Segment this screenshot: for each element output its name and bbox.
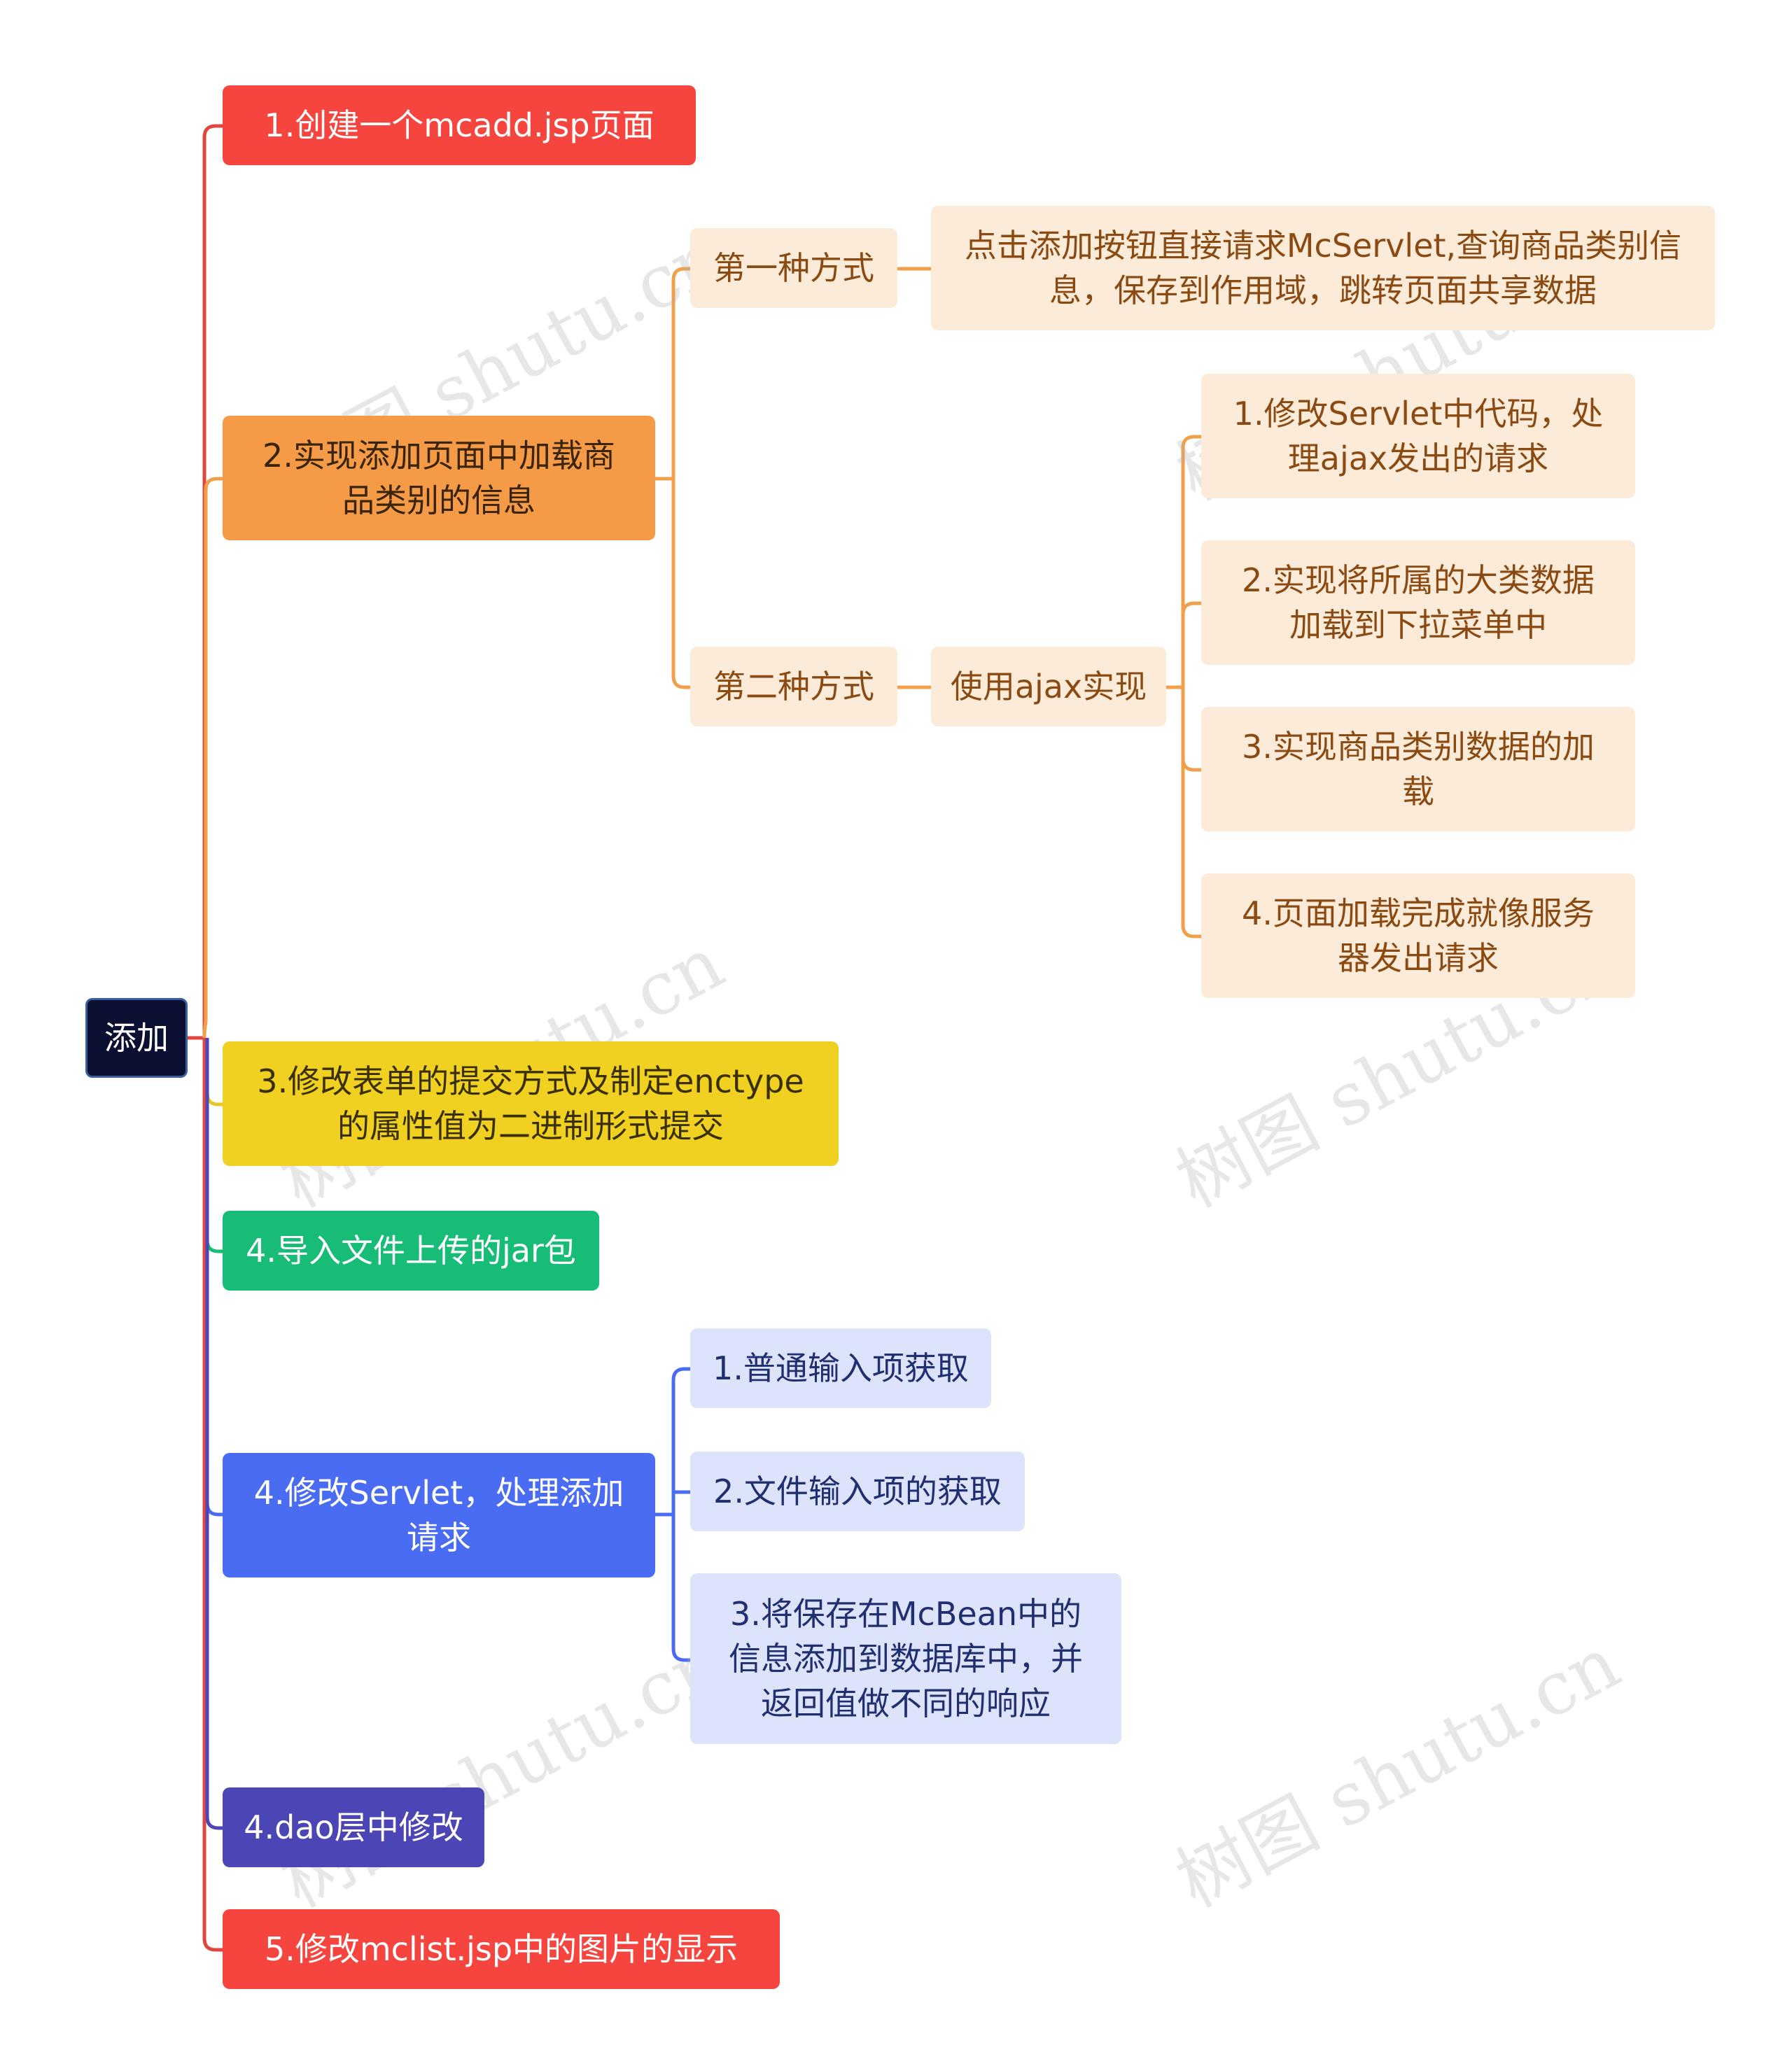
node-label: 息，保存到作用域，跳转页面共享数据	[1049, 272, 1597, 309]
branch-label: 1.创建一个mcadd.jsp页面	[264, 106, 654, 144]
branch-label: 3.修改表单的提交方式及制定enctype	[257, 1062, 804, 1100]
node-label: 4.页面加载完成就像服务	[1242, 894, 1595, 932]
way-two[interactable]: 第二种方式	[690, 647, 897, 726]
branch-load-category[interactable]: 2.实现添加页面中加载商 品类别的信息	[223, 416, 655, 540]
node-label: 3.将保存在McBean中的	[729, 1595, 1082, 1633]
ajax-step-3[interactable]: 3.实现商品类别数据的加 载	[1201, 707, 1635, 831]
node-label: 第一种方式	[713, 249, 874, 287]
branch-label: 请求	[407, 1519, 471, 1556]
branch-label: 品类别的信息	[342, 482, 536, 519]
node-label: 2.实现将所属的大类数据	[1242, 561, 1595, 599]
node-label: 加载到下拉菜单中	[1289, 606, 1547, 644]
connector-b5-1	[671, 1367, 690, 1515]
node-label: 使用ajax实现	[950, 668, 1147, 705]
connector-ajax-3	[1181, 687, 1201, 772]
connector-b6	[205, 1038, 223, 1830]
connector-ajax-1	[1181, 435, 1201, 687]
node-label: 3.实现商品类别数据的加	[1242, 728, 1595, 766]
connector-b4	[205, 1038, 223, 1253]
connector-b5-2	[671, 1490, 690, 1515]
connector-b2	[202, 477, 223, 1039]
branch-label: 5.修改mclist.jsp中的图片的显示	[264, 1930, 738, 1968]
node-label: 信息添加到数据库中，并	[729, 1640, 1083, 1678]
connector-b3	[205, 1038, 223, 1106]
connector-b7	[202, 1038, 223, 1952]
branch-label: 4.导入文件上传的jar包	[246, 1232, 576, 1270]
node-label: 器发出请求	[1338, 939, 1499, 977]
node-label: 1.修改Servlet中代码，处	[1233, 395, 1604, 433]
branch-label: 4.修改Servlet，处理添加	[253, 1474, 624, 1512]
way-one-detail[interactable]: 点击添加按钮直接请求McServlet,查询商品类别信 息，保存到作用域，跳转页…	[931, 206, 1715, 330]
root-node[interactable]: 添加	[85, 998, 188, 1078]
connector-ajax-2	[1181, 601, 1201, 687]
ajax-step-4[interactable]: 4.页面加载完成就像服务 器发出请求	[1201, 873, 1635, 998]
branch-label: 2.实现添加页面中加载商	[262, 437, 615, 475]
branch-modify-servlet[interactable]: 4.修改Servlet，处理添加 请求	[223, 1453, 655, 1577]
node-label: 第二种方式	[713, 668, 874, 705]
branch-form-enctype[interactable]: 3.修改表单的提交方式及制定enctype 的属性值为二进制形式提交	[223, 1041, 839, 1166]
node-label: 1.普通输入项获取	[713, 1349, 969, 1387]
branch-import-jar[interactable]: 4.导入文件上传的jar包	[223, 1211, 599, 1291]
connector-way1	[671, 267, 690, 479]
connector-b1	[202, 124, 223, 1038]
branch-mclist-image[interactable]: 5.修改mclist.jsp中的图片的显示	[223, 1909, 780, 1989]
branch-label: 的属性值为二进制形式提交	[337, 1107, 724, 1145]
ajax-step-2[interactable]: 2.实现将所属的大类数据 加载到下拉菜单中	[1201, 540, 1635, 665]
connector-b5-3	[671, 1515, 690, 1662]
connector-way2	[671, 479, 690, 689]
ajax-step-1[interactable]: 1.修改Servlet中代码，处 理ajax发出的请求	[1201, 374, 1635, 498]
node-label: 理ajax发出的请求	[1287, 440, 1549, 477]
branch-label: 4.dao层中修改	[244, 1808, 463, 1846]
branch-create-page[interactable]: 1.创建一个mcadd.jsp页面	[223, 85, 696, 165]
connector-b5	[205, 1038, 223, 1517]
servlet-step-1[interactable]: 1.普通输入项获取	[690, 1328, 991, 1408]
servlet-step-2[interactable]: 2.文件输入项的获取	[690, 1452, 1025, 1531]
servlet-step-3[interactable]: 3.将保存在McBean中的 信息添加到数据库中，并 返回值做不同的响应	[690, 1573, 1121, 1744]
way-one[interactable]: 第一种方式	[690, 228, 897, 308]
node-label: 2.文件输入项的获取	[713, 1473, 1002, 1510]
connector-ajax-4	[1181, 687, 1201, 939]
node-label: 返回值做不同的响应	[761, 1685, 1051, 1722]
ajax-method[interactable]: 使用ajax实现	[931, 647, 1166, 726]
branch-dao-layer[interactable]: 4.dao层中修改	[223, 1787, 484, 1867]
node-label: 点击添加按钮直接请求McServlet,查询商品类别信	[964, 227, 1682, 265]
root-label: 添加	[104, 1019, 169, 1057]
node-label: 载	[1402, 773, 1434, 810]
